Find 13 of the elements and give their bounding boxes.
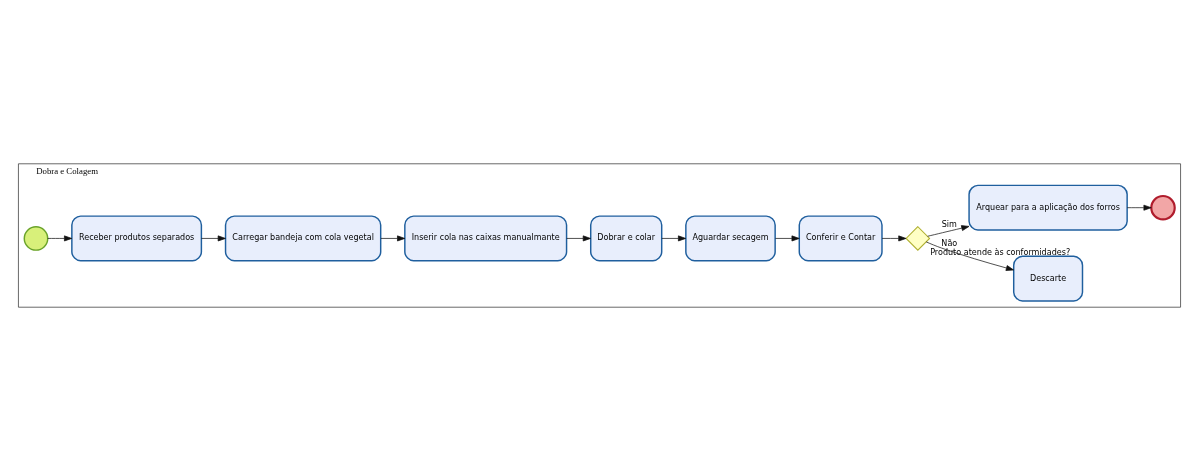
arrow: [380, 235, 406, 241]
arrow: [881, 235, 907, 241]
arrow: [775, 235, 800, 241]
arrow: [927, 224, 970, 237]
arrow: [1126, 204, 1152, 211]
node-diamond: [905, 225, 931, 251]
arrow: [661, 235, 687, 241]
arrow: [201, 235, 226, 241]
arrow: [925, 241, 1014, 271]
arrow: [566, 235, 591, 241]
node-circle: [1150, 194, 1176, 220]
node-circle: [23, 225, 49, 251]
arrow: [47, 235, 73, 241]
